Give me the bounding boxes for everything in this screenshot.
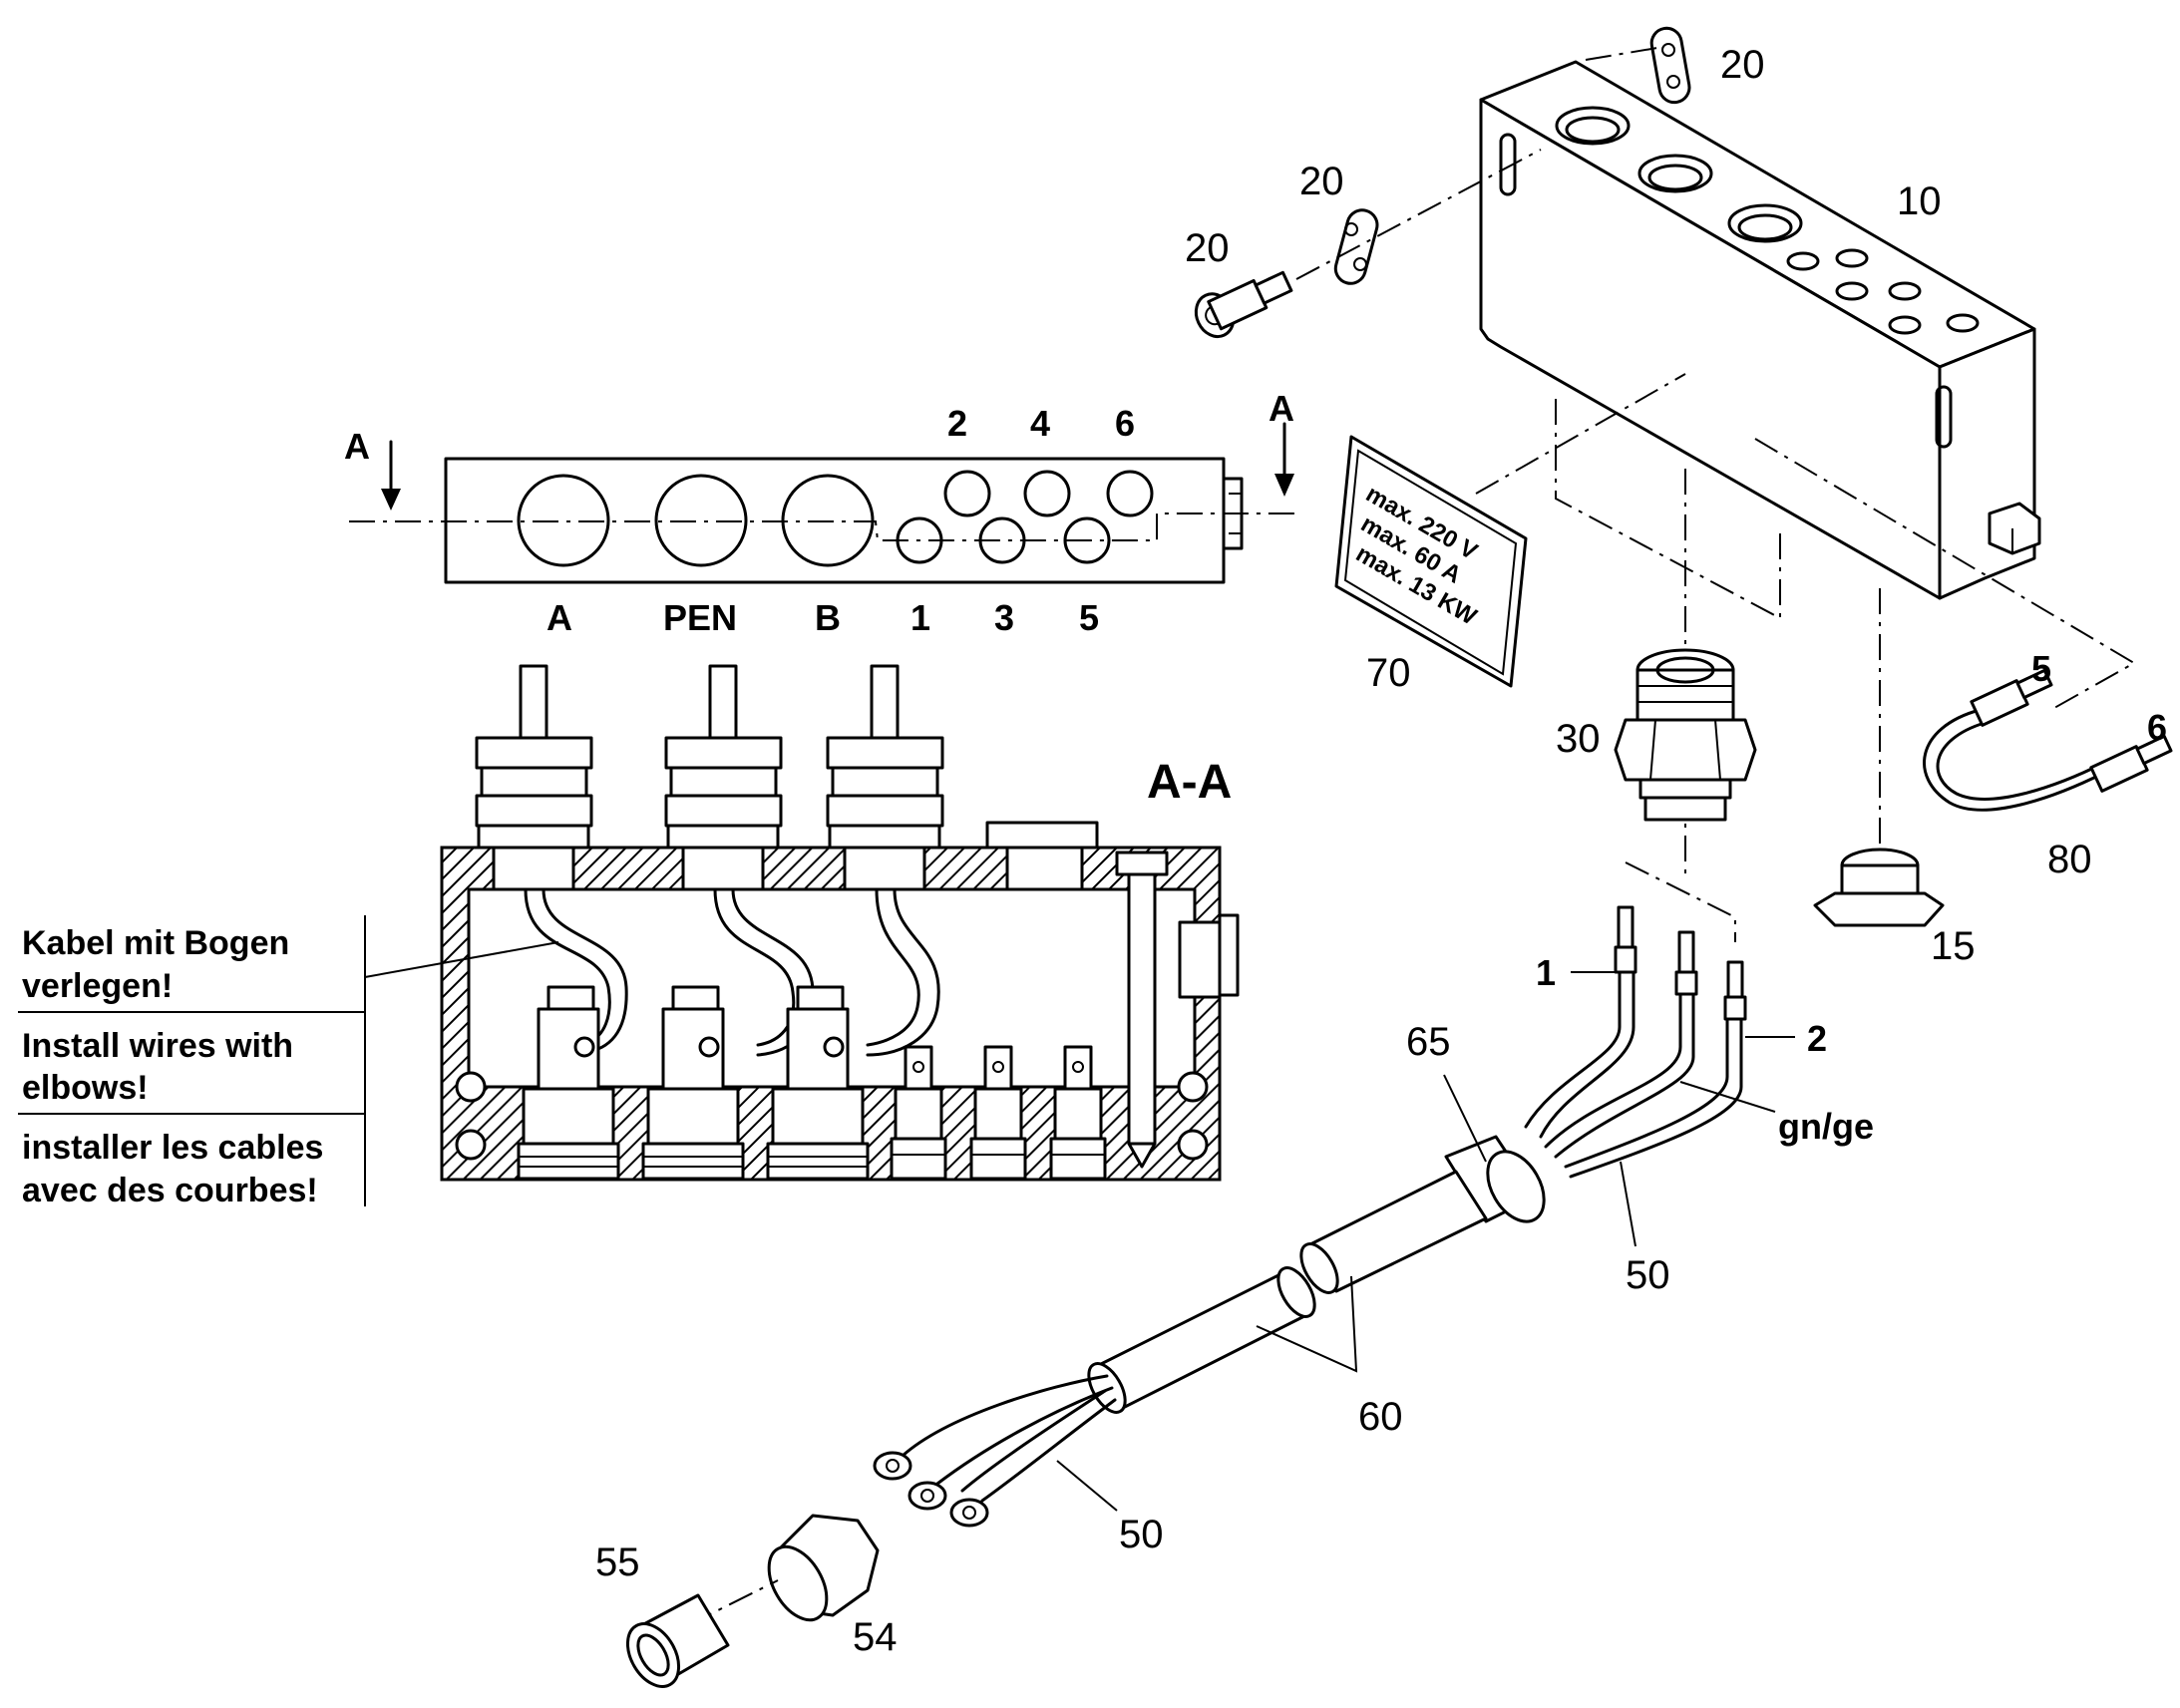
note-de-line1: Kabel mit Bogen xyxy=(22,924,289,962)
jumper-wire-80: 5 6 80 xyxy=(1923,648,2173,881)
label-70: 70 xyxy=(1366,651,1411,695)
note-en-line2: elbows! xyxy=(22,1069,149,1107)
label-54: 54 xyxy=(853,1615,898,1659)
note-en-line1: Install wires with xyxy=(22,1027,293,1065)
top-view: A A 2 4 6 A PEN B 1 3 5 xyxy=(344,388,1301,638)
label-50-lower: 50 xyxy=(1119,1513,1164,1556)
cable-gland-a xyxy=(475,664,593,891)
cable-gland-pen xyxy=(664,664,783,891)
adapter-55: 55 xyxy=(595,1540,730,1688)
bottom-label-pen: PEN xyxy=(663,597,737,638)
bottom-label-5: 5 xyxy=(1079,597,1099,638)
cable-gland-b xyxy=(826,664,944,891)
label-20-left: 20 xyxy=(1185,226,1230,270)
wire-label-1: 1 xyxy=(1536,952,1556,993)
section-mark-right: A xyxy=(1269,388,1294,429)
jumper-label-6: 6 xyxy=(2147,707,2167,748)
rating-plate-70: max. 220 V max. 60 A max. 13 KW 70 xyxy=(1334,373,1686,695)
label-30: 30 xyxy=(1556,717,1601,761)
wire-label-gnge: gn/ge xyxy=(1778,1106,1874,1147)
section-title: A-A xyxy=(1147,756,1232,809)
terminal-a-section xyxy=(517,985,620,1181)
terminal-box-10: 10 xyxy=(1479,60,2041,600)
top-label-6: 6 xyxy=(1115,403,1135,444)
box-side-face xyxy=(1938,327,2036,600)
terminal-b-section xyxy=(766,985,870,1181)
note-fr-line1: installer les cables xyxy=(22,1129,323,1167)
plug-15: 15 xyxy=(1813,848,1976,968)
cable-gland-30: 30 xyxy=(1556,648,1757,822)
label-20-mid: 20 xyxy=(1299,160,1344,203)
label-20-top: 20 xyxy=(1720,43,1765,87)
label-50-upper: 50 xyxy=(1626,1253,1670,1297)
note-de-line2: verlegen! xyxy=(22,967,173,1005)
install-notes: Kabel mit Bogen verlegen! Install wires … xyxy=(18,915,366,1209)
terminal-pen-section xyxy=(641,985,745,1181)
small-terminals-section xyxy=(890,1045,1107,1181)
note-fr-line2: avec des courbes! xyxy=(22,1172,318,1209)
bottom-label-a: A xyxy=(546,597,572,638)
section-mark-left: A xyxy=(344,426,370,467)
cable-assembly: 1 2 gn/ge 65 50 60 50 xyxy=(873,861,1874,1556)
label-65: 65 xyxy=(1406,1020,1451,1064)
terminal-a-hole xyxy=(517,474,610,567)
section-a-a-view: A-A xyxy=(364,664,1240,1182)
parts-20: 20 20 20 xyxy=(1185,26,1765,339)
wire-label-2: 2 xyxy=(1807,1018,1827,1059)
bottom-label-3: 3 xyxy=(994,597,1014,638)
bottom-label-1: 1 xyxy=(910,597,930,638)
label-55: 55 xyxy=(595,1540,640,1584)
terminal-pen-hole xyxy=(654,474,748,567)
label-15: 15 xyxy=(1931,924,1976,968)
bottom-label-b: B xyxy=(815,597,841,638)
label-80: 80 xyxy=(2047,838,2092,881)
label-10: 10 xyxy=(1897,179,1942,223)
jumper-label-5: 5 xyxy=(2031,648,2051,689)
label-60: 60 xyxy=(1358,1395,1403,1439)
top-label-2: 2 xyxy=(947,403,967,444)
top-label-4: 4 xyxy=(1030,403,1050,444)
